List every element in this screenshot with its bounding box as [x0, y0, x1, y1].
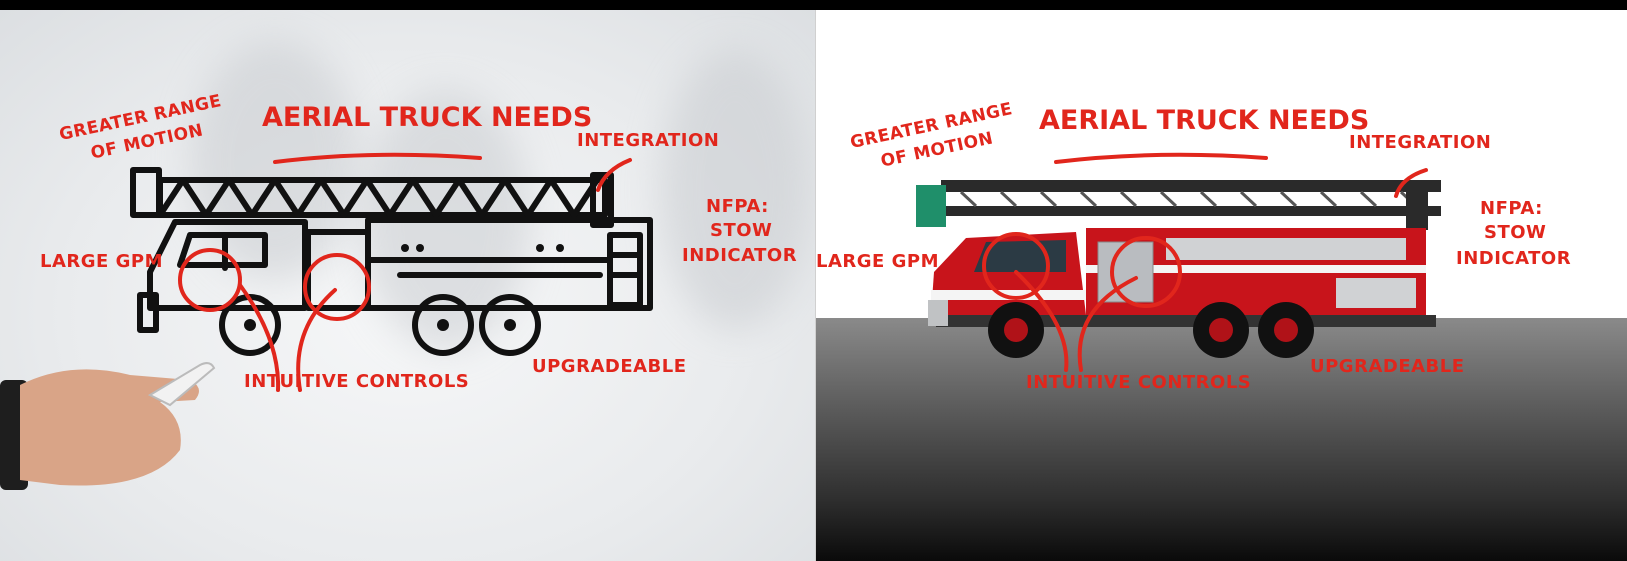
fire-truck-photo — [816, 10, 1627, 561]
gpm-label: LARGE GPM — [40, 253, 163, 272]
nfpa-label-line3: INDICATOR — [682, 247, 797, 266]
controls-label: INTUITIVE CONTROLS — [1026, 374, 1251, 393]
ladder-tip — [133, 170, 159, 215]
top-black-bar — [0, 0, 1627, 10]
title-label: AERIAL TRUCK NEEDS — [262, 104, 592, 132]
title-underline — [1056, 155, 1266, 162]
gpm-label: LARGE GPM — [816, 253, 939, 272]
aerial-ladder — [916, 180, 1441, 230]
nfpa-label-line1: NFPA: — [1480, 200, 1543, 219]
nfpa-label-line2: STOW — [1484, 224, 1546, 243]
nfpa-label-line2: STOW — [710, 222, 772, 241]
photo-panel: AERIAL TRUCK NEEDS GREATER RANGE OF MOTI… — [816, 10, 1627, 561]
title-underline — [275, 155, 480, 162]
cab-window — [974, 240, 1066, 272]
ladder-rungs — [160, 180, 597, 215]
controls-label: INTUITIVE CONTROLS — [244, 373, 469, 392]
integration-label: INTEGRATION — [1349, 134, 1491, 153]
hand-with-marker — [0, 340, 240, 500]
upgradeable-label: UPGRADEABLE — [532, 358, 687, 377]
upgradeable-label: UPGRADEABLE — [1310, 358, 1465, 377]
integration-label: INTEGRATION — [577, 132, 719, 151]
gpm-circle — [180, 250, 240, 310]
title-label: AERIAL TRUCK NEEDS — [1039, 107, 1369, 135]
nfpa-label-line1: NFPA: — [706, 198, 769, 217]
pump-panel — [308, 232, 368, 308]
nfpa-label-line3: INDICATOR — [1456, 250, 1571, 269]
pump-panel — [1098, 242, 1153, 302]
sketch-panel: AERIAL TRUCK NEEDS GREATER RANGE OF MOTI… — [0, 10, 815, 561]
bumper — [928, 300, 948, 326]
